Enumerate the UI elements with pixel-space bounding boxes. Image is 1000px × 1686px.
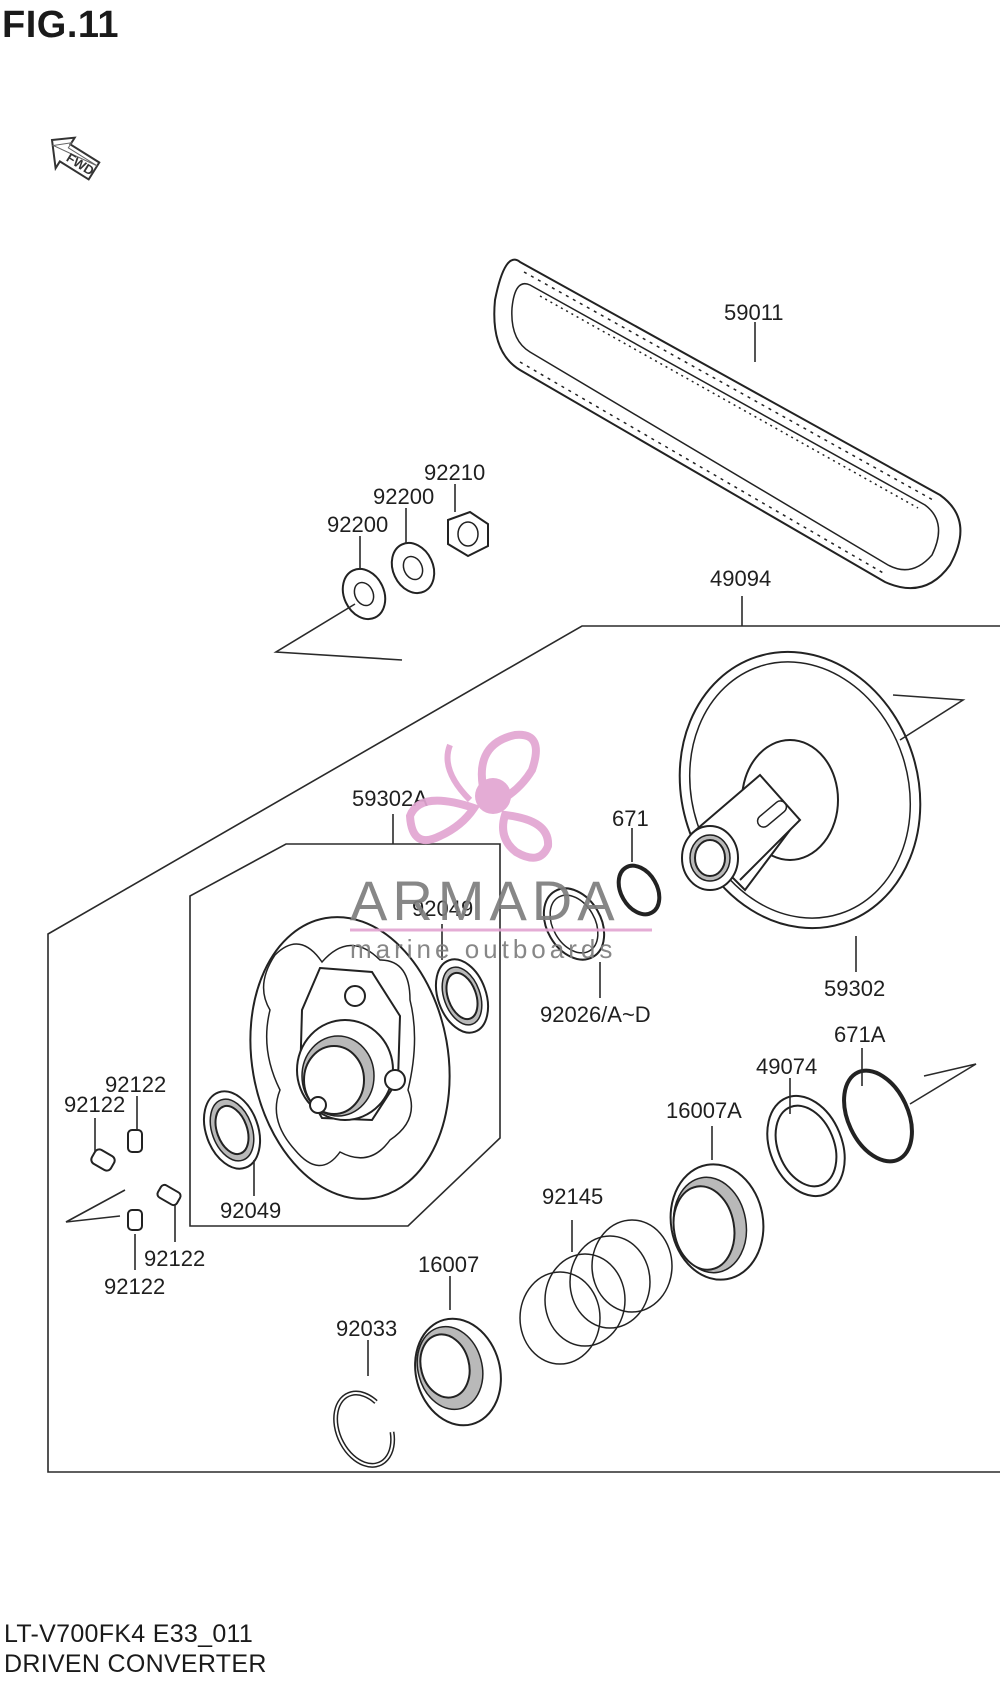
fixed-face-assembly-outline [189, 843, 501, 1227]
grease-fitting-1 [90, 1148, 116, 1172]
callout-cam: 16007 [418, 1252, 479, 1277]
bearing-ring [542, 887, 606, 961]
callout-oring-small: 671 [612, 806, 649, 831]
callout-washer-lower: 92200 [327, 512, 388, 537]
o-ring-large [842, 1068, 914, 1164]
drive-belt [493, 258, 962, 590]
fwd-arrow-icon: FWD [50, 136, 101, 181]
callout-seal-lower: 92049 [220, 1198, 281, 1223]
callout-oring-large: 671A [834, 1022, 886, 1047]
callout-bearing-set: 92026/A~D [540, 1002, 651, 1027]
grease-fitting-3 [156, 1183, 182, 1207]
assembly-name: DRIVEN CONVERTER [4, 1650, 267, 1678]
model-code: LT-V700FK4 E33_011 [4, 1620, 254, 1648]
callout-fitting-1: 92122 [64, 1092, 125, 1117]
callout-fitting-3: 92122 [144, 1246, 205, 1271]
callout-fitting-2: 92122 [105, 1072, 166, 1097]
compression-spring [519, 1219, 673, 1365]
movable-sheave [678, 650, 922, 930]
washer-upper [390, 541, 436, 595]
callout-spring: 92145 [542, 1184, 603, 1209]
o-ring-small [616, 863, 662, 917]
callout-washer-upper: 92200 [373, 484, 434, 509]
callout-seal-upper: 92049 [412, 896, 473, 921]
torque-cam [414, 1317, 502, 1427]
fixed-sheave [249, 916, 451, 1200]
grease-fitting-2 [127, 1129, 143, 1153]
callout-belt: 59011 [724, 300, 784, 325]
oil-seal-lower [202, 1090, 262, 1170]
callout-movable-face: 59302 [824, 976, 885, 1001]
callout-fitting-4: 92122 [104, 1274, 165, 1299]
watermark-brand: ARMADA [350, 869, 620, 932]
callout-converter-assy: 49094 [710, 566, 771, 591]
propeller-logo-icon [405, 730, 553, 862]
figure-title: FIG.11 [2, 4, 120, 46]
callout-spacer: 49074 [756, 1054, 817, 1079]
converter-assembly-outline [47, 625, 1000, 1473]
armada-watermark: ARMADA marine outboards [350, 730, 652, 964]
grease-fitting-4 [127, 1209, 143, 1231]
snap-ring [333, 1390, 396, 1468]
washer-lower [341, 567, 387, 621]
callout-cam-a: 16007A [666, 1098, 742, 1123]
oil-seal-upper [434, 958, 490, 1034]
callout-nut: 92210 [424, 460, 485, 485]
spacer-ring [766, 1094, 846, 1198]
watermark-tagline: marine outboards [350, 934, 616, 964]
torque-cam-a [669, 1163, 765, 1281]
flange-nut [447, 510, 489, 558]
callout-snap-ring: 92033 [336, 1316, 397, 1341]
